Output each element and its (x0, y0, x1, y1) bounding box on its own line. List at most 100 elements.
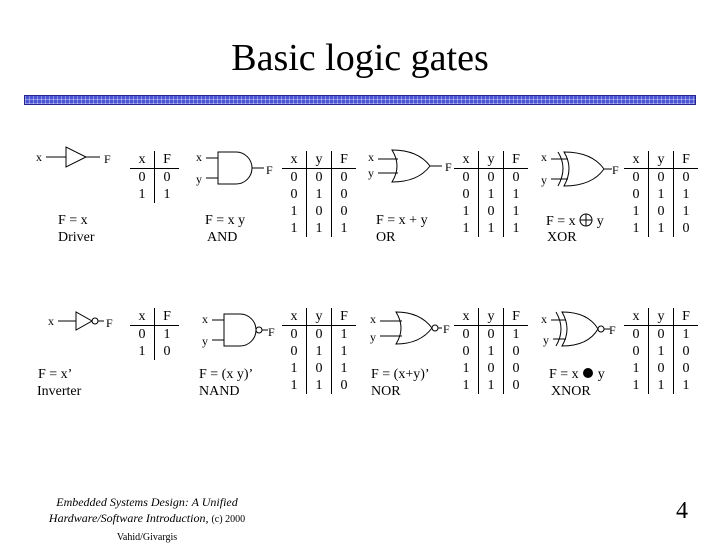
or-equation: F = x + y (376, 213, 428, 228)
tt-cell: 1 (290, 361, 298, 376)
tt-cell: 0 (154, 168, 179, 186)
tt-cell: 0 (331, 377, 356, 394)
tt-cell: 0 (462, 187, 470, 202)
tt-cell: 0 (478, 360, 504, 377)
footer-line-2-italic: Hardware/Software Introduction, (48, 511, 209, 525)
tt-header: x (282, 308, 307, 326)
tt-cell: 1 (648, 220, 674, 237)
xnor-equation-right: y (597, 367, 605, 382)
tt-header: y (478, 151, 504, 169)
tt-cell: 0 (478, 203, 504, 220)
nand-input-y-label: y (202, 334, 208, 348)
tt-cell: 0 (290, 344, 298, 359)
inverter-equation: F = x’ (38, 367, 73, 382)
footer-line-2: Hardware/Software Introduction, (c) 2000… (22, 510, 272, 546)
tt-cell: 0 (673, 220, 698, 237)
tt-cell: 0 (503, 377, 528, 394)
tt-cell: 0 (138, 170, 146, 185)
tt-header: y (306, 151, 332, 169)
driver-input-x-label: x (36, 150, 42, 164)
xnor-equation: F = x y (549, 367, 605, 383)
or-input-y-label: y (368, 166, 374, 180)
tt-cell: 1 (673, 325, 698, 343)
xor-input-x-label: x (541, 150, 547, 164)
tt-cell: 1 (290, 221, 298, 236)
nand-name: NAND (199, 384, 240, 399)
tt-cell: 1 (478, 220, 504, 237)
tt-cell: 1 (648, 343, 674, 360)
tt-cell: 0 (462, 170, 470, 185)
tt-cell: 1 (503, 325, 528, 343)
and-output-f-label: F (266, 163, 273, 177)
tt-cell: 1 (503, 203, 528, 220)
inverter-input-x-label: x (48, 314, 54, 328)
tt-cell: 0 (648, 360, 674, 377)
tt-header: F (673, 151, 698, 169)
tt-cell: 1 (462, 361, 470, 376)
tt-cell: 0 (306, 360, 332, 377)
tt-cell: 1 (673, 377, 698, 394)
tt-cell: 1 (648, 186, 674, 203)
or-input-x-label: x (368, 150, 374, 164)
tt-cell: 0 (673, 343, 698, 360)
nor-input-y-label: y (370, 330, 376, 344)
tt-header: y (648, 308, 674, 326)
tt-cell: 1 (290, 378, 298, 393)
nor-equation: F = (x+y)’ (371, 367, 430, 382)
tt-cell: 1 (306, 343, 332, 360)
nor-output-f-label: F (443, 322, 450, 336)
tt-cell: 0 (154, 343, 179, 360)
tt-cell: 0 (306, 325, 332, 343)
tt-cell: 0 (306, 168, 332, 186)
tt-header: F (503, 308, 528, 326)
tt-cell: 1 (648, 377, 674, 394)
tt-cell: 0 (632, 327, 640, 342)
tt-cell: 0 (306, 203, 332, 220)
xor-circled-plus-icon (579, 213, 593, 227)
tt-cell: 1 (138, 344, 146, 359)
nand-output-f-label: F (268, 325, 275, 339)
xnor-filled-dot-icon (583, 368, 594, 378)
tt-cell: 1 (462, 204, 470, 219)
tt-header: y (648, 151, 674, 169)
tt-header: y (306, 308, 332, 326)
tt-cell: 1 (306, 186, 332, 203)
tt-header: F (673, 308, 698, 326)
or-name: OR (376, 230, 396, 245)
driver-equation: F = x (58, 213, 88, 228)
slide-title: Basic logic gates (231, 37, 489, 79)
tt-cell: 1 (154, 325, 179, 343)
tt-cell: 1 (503, 186, 528, 203)
tt-cell: 0 (138, 327, 146, 342)
tt-cell: 1 (331, 325, 356, 343)
tt-cell: 0 (331, 186, 356, 203)
tt-header: x (454, 308, 479, 326)
tt-header: x (624, 308, 649, 326)
tt-cell: 1 (632, 361, 640, 376)
footer-copyright: (c) 2000 Vahid/Givargis (116, 514, 246, 543)
tt-cell: 0 (648, 203, 674, 220)
tt-cell: 0 (632, 187, 640, 202)
tt-cell: 1 (462, 221, 470, 236)
xnor-input-y-label: y (543, 333, 549, 347)
tt-cell: 1 (478, 343, 504, 360)
tt-cell: 1 (632, 204, 640, 219)
driver-name: Driver (58, 230, 95, 245)
tt-cell: 1 (306, 377, 332, 394)
tt-cell: 1 (503, 220, 528, 237)
tt-header: x (130, 308, 155, 326)
tt-cell: 0 (503, 168, 528, 186)
tt-cell: 0 (503, 343, 528, 360)
